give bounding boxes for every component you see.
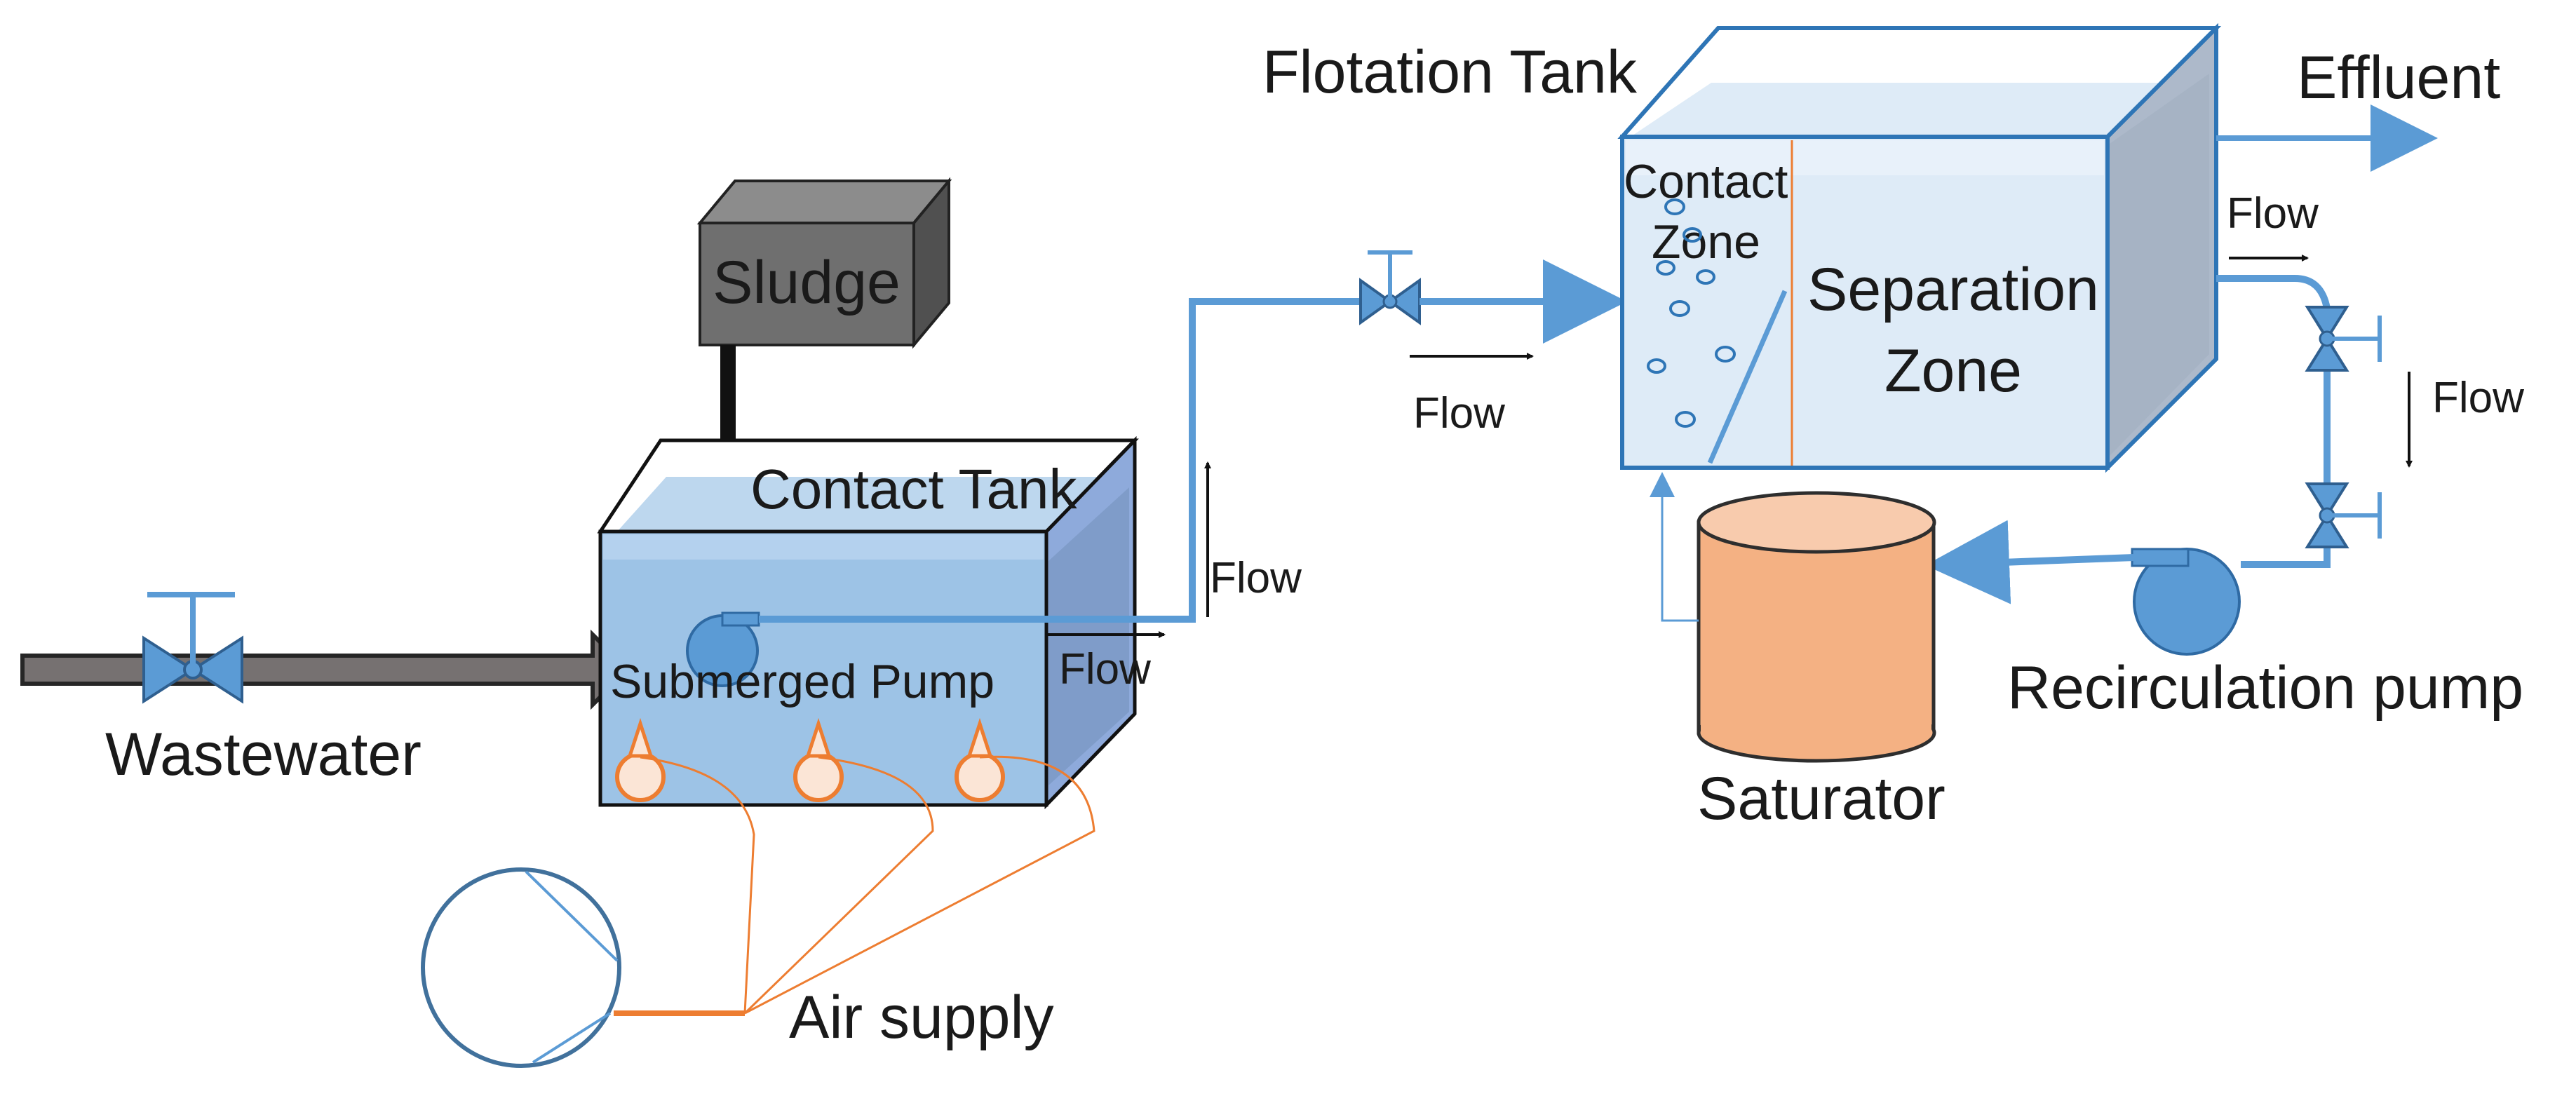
contact-tank-label: Contact Tank bbox=[750, 458, 1077, 520]
recirculation-pipe bbox=[2216, 275, 2331, 568]
contact-tank bbox=[597, 435, 1139, 810]
diffuser-1-icon bbox=[615, 717, 666, 802]
wastewater-inlet-arrow bbox=[20, 629, 631, 710]
sludge-box bbox=[696, 177, 952, 349]
contact-zone-label-line2: Zone bbox=[1652, 215, 1760, 269]
air-distribution-lines bbox=[640, 755, 1095, 1015]
separation-zone-label-line1: Separation bbox=[1807, 256, 2099, 323]
flow-label-flotation-inlet: Flow bbox=[1413, 389, 1505, 438]
saturator-vessel bbox=[1697, 491, 1936, 763]
flotation-inlet-valve-icon[interactable] bbox=[1359, 250, 1421, 325]
saturator-label: Saturator bbox=[1697, 765, 1946, 832]
effluent-label: Effluent bbox=[2297, 44, 2500, 111]
wastewater-label: Wastewater bbox=[105, 721, 422, 788]
flotation-tank bbox=[1617, 22, 2222, 473]
flow-label-riser: Flow bbox=[1210, 554, 1302, 602]
saturator-return-line bbox=[1650, 472, 1699, 622]
diffuser-3-icon bbox=[955, 717, 1005, 802]
separation-zone-label-line2: Zone bbox=[1884, 337, 2022, 405]
flow-label-recirc-top: Flow bbox=[2227, 189, 2319, 238]
air-blower-icon[interactable] bbox=[421, 867, 621, 1068]
flotation-tank-label: Flotation Tank bbox=[1262, 39, 1638, 106]
contact-zone-label-line1: Contact bbox=[1624, 155, 1788, 208]
flow-label-contact-outlet: Flow bbox=[1059, 645, 1151, 694]
recirc-valve-lower-icon[interactable] bbox=[2305, 482, 2382, 548]
flow-label-recirc-down: Flow bbox=[2432, 374, 2524, 422]
sludge-label: Sludge bbox=[713, 249, 901, 316]
inlet-valve-icon[interactable] bbox=[142, 592, 243, 704]
recirculation-pump-icon[interactable] bbox=[2131, 548, 2241, 656]
recirculation-pump-label: Recirculation pump bbox=[2007, 654, 2523, 722]
recirc-valve-upper-icon[interactable] bbox=[2305, 306, 2382, 372]
pump-to-saturator-pipe bbox=[1925, 520, 2135, 604]
air-supply-label: Air supply bbox=[789, 984, 1054, 1051]
submerged-pump-icon[interactable] bbox=[686, 611, 760, 687]
diffuser-2-icon bbox=[793, 717, 844, 802]
contact-tank-discharge-pipe bbox=[759, 298, 1364, 623]
air-bubbles bbox=[1647, 198, 1736, 428]
submerged-pump-label: Submerged Pump bbox=[610, 655, 994, 708]
